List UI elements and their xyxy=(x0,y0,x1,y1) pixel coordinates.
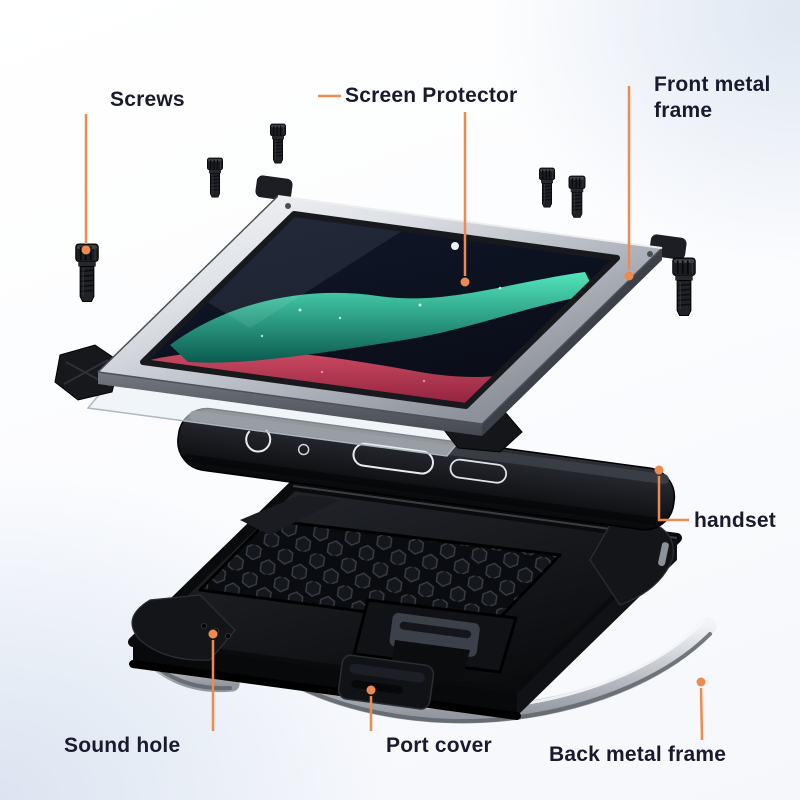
label-sound-hole: Sound hole xyxy=(64,734,181,757)
port-cover-part xyxy=(337,654,435,710)
label-front-metal-frame: Front metal frame xyxy=(654,73,771,122)
label-screws: Screws xyxy=(110,88,185,111)
label-screen-protector: Screen Protector xyxy=(345,84,518,107)
screen-wallpaper xyxy=(146,216,614,404)
leader-back-metal-frame xyxy=(699,687,704,741)
label-handset: handset xyxy=(694,509,776,532)
leader-handset xyxy=(657,476,689,522)
leader-lines xyxy=(84,86,704,741)
front-metal-frame-part xyxy=(97,195,663,436)
label-back-metal-frame: Back metal frame xyxy=(549,743,727,766)
camera-punch-hole xyxy=(451,242,459,250)
case-back-part xyxy=(128,481,682,720)
leader-dots xyxy=(81,245,706,695)
label-port-cover: Port cover xyxy=(386,734,492,757)
